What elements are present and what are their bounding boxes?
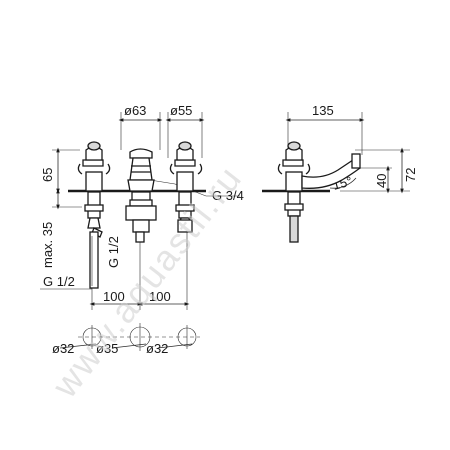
hole-pattern: ø32 ø35 ø32 (52, 323, 200, 356)
dim-h65: 65 (40, 147, 80, 194)
label-d63: ø63 (124, 103, 146, 118)
front-view: ø63 ø55 65 max. 35 G 1/2 G 3/4 (40, 103, 244, 310)
label-g12-vertical: G 1/2 (106, 236, 121, 268)
dim-g12: G 1/2 (40, 274, 92, 290)
dim-d55: ø55 (165, 103, 205, 158)
label-max35: max. 35 (40, 222, 55, 268)
label-hole-d35: ø35 (96, 341, 118, 356)
label-hole-d32-left: ø32 (52, 341, 74, 356)
dim-spacing: 100 100 (89, 230, 190, 310)
label-g34: G 3/4 (212, 188, 244, 203)
dim-d63: ø63 (118, 103, 163, 150)
label-h40: 40 (374, 174, 389, 188)
label-hole-d32-right: ø32 (146, 341, 168, 356)
center-spout (125, 148, 157, 243)
label-d55: ø55 (170, 103, 192, 118)
dim-max35: max. 35 (40, 188, 82, 268)
dim-h72: 72 (340, 147, 418, 194)
label-h65: 65 (40, 168, 55, 182)
dim-h40: 40 (358, 165, 392, 194)
left-valve (77, 141, 111, 289)
right-valve (169, 141, 203, 233)
label-spacing-right: 100 (149, 289, 171, 304)
label-spacing-left: 100 (103, 289, 125, 304)
label-g12: G 1/2 (43, 274, 75, 289)
side-faucet (277, 141, 361, 243)
dim-reach: 135 (285, 103, 365, 155)
label-h72: 72 (403, 168, 418, 182)
side-view: 135 72 40 15° (262, 103, 418, 243)
label-reach: 135 (312, 103, 334, 118)
